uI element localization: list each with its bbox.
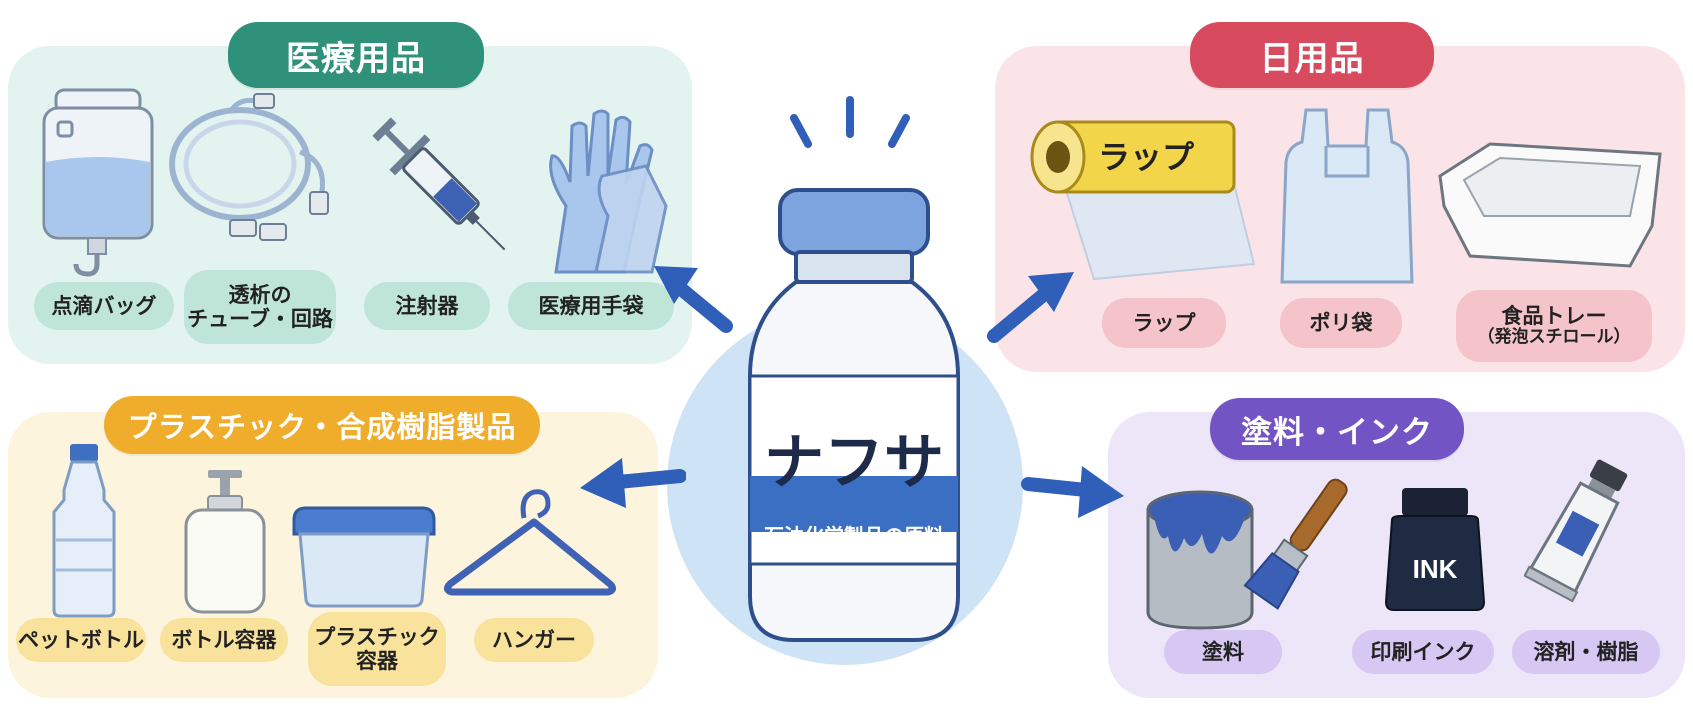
naphtha-bottle-icon — [748, 188, 960, 642]
category-title-paint: 塗料・インク — [1210, 398, 1464, 460]
label-paint: 塗料 — [1164, 630, 1282, 674]
arrow-to-paint — [1021, 466, 1124, 518]
label-hanger: ハンガー — [474, 618, 594, 662]
category-title-daily: 日用品 — [1190, 22, 1434, 88]
category-title-medical: 医療用品 — [228, 22, 484, 88]
wrap-roll-icon: ラップ — [1030, 120, 1256, 281]
medical-gloves-icon — [549, 109, 668, 274]
label-printing-ink: 印刷インク — [1352, 630, 1494, 674]
label-pet-bottle: ペットボトル — [16, 618, 146, 662]
label-solvent-resin: 溶剤・樹脂 — [1512, 630, 1660, 674]
label-food-tray-sub: （発泡スチロール） — [1477, 327, 1631, 348]
label-food-tray: 食品トレー （発泡スチロール） — [1456, 290, 1652, 362]
arrow-to-daily — [987, 272, 1074, 343]
sparkle-icon — [790, 96, 910, 148]
label-dialysis-tube: 透析の チューブ・回路 — [184, 270, 336, 344]
resin-tube-icon — [1524, 459, 1628, 603]
label-plastic-container: プラスチック 容器 — [308, 612, 446, 686]
arrow-to-plastic — [580, 458, 686, 508]
wrap-roll-text: ラップ — [1098, 139, 1195, 175]
plastic-container-icon — [292, 506, 436, 608]
ink-bottle-text: INK — [1413, 554, 1458, 584]
label-food-tray-main: 食品トレー — [1501, 304, 1607, 329]
hanger-icon — [443, 489, 617, 596]
category-title-plastic: プラスチック・合成樹脂製品 — [104, 396, 540, 454]
pump-bottle-icon — [184, 470, 266, 614]
pet-bottle-icon — [52, 444, 116, 618]
food-tray-icon — [1438, 142, 1662, 268]
label-poly-bag: ポリ袋 — [1280, 298, 1402, 348]
paint-can-brush-icon — [1146, 478, 1348, 630]
label-wrap: ラップ — [1102, 298, 1226, 348]
ink-bottle-icon: INK — [1384, 488, 1486, 611]
syringe-icon — [372, 117, 506, 251]
label-iv-bag: 点滴バッグ — [34, 282, 174, 330]
label-syringe: 注射器 — [364, 282, 490, 330]
iv-bag-icon — [42, 88, 154, 277]
label-bottle-container: ボトル容器 — [160, 618, 288, 662]
label-medical-gloves: 医療用手袋 — [508, 282, 674, 330]
center-subtitle: 石油化学製品の原料 — [764, 524, 944, 548]
arrow-to-medical — [654, 266, 733, 333]
center-title: ナフサ — [764, 428, 944, 498]
poly-bag-icon — [1280, 108, 1414, 284]
dialysis-tube-icon — [169, 93, 329, 241]
